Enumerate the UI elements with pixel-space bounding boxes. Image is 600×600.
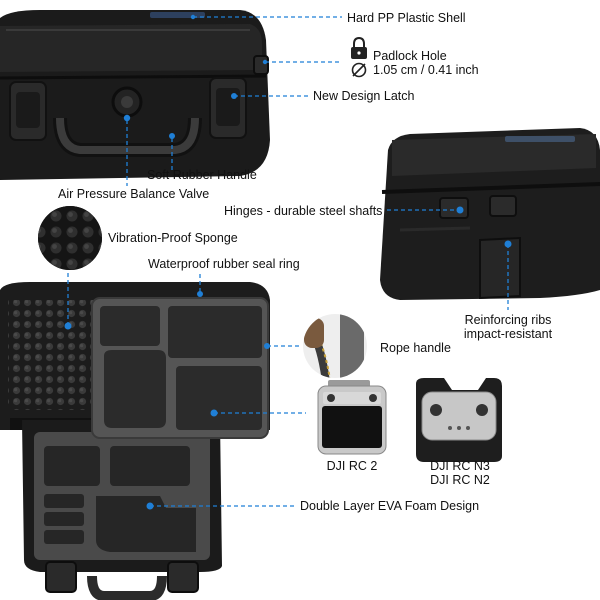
label-handle: Soft Rubber Handle <box>147 168 257 182</box>
label-rcn3: DJI RC N3 <box>430 459 490 473</box>
label-padlock-title: Padlock Hole <box>373 49 447 63</box>
callout-dots <box>64 14 512 510</box>
label-valve: Air Pressure Balance Valve <box>58 187 210 201</box>
label-seal: Waterproof rubber seal ring <box>148 257 300 271</box>
diameter-icon <box>351 62 367 78</box>
label-rcn2: DJI RC N2 <box>430 473 490 487</box>
controller-rc2 <box>317 380 387 455</box>
left-latch <box>9 81 47 141</box>
bottom-foam-layer <box>34 432 210 560</box>
label-latch: New Design Latch <box>313 89 415 103</box>
label-ribs-line2: impact-resistant <box>463 327 553 341</box>
padlock-icon <box>351 36 367 59</box>
label-sponge: Vibration-Proof Sponge <box>108 231 238 245</box>
open-case <box>0 282 270 600</box>
rope-handle-closeup <box>303 314 367 378</box>
callout-lines <box>67 16 509 507</box>
sponge-closeup <box>38 206 102 270</box>
closed-case-front <box>0 10 270 180</box>
controller-rcn3 <box>416 378 502 462</box>
label-rope: Rope handle <box>380 341 451 355</box>
label-padlock-size: 1.05 cm / 0.41 inch <box>373 63 479 77</box>
closed-case-side <box>380 128 600 300</box>
label-hinges: Hinges - durable steel shafts <box>224 204 383 218</box>
label-rc2: DJI RC 2 <box>326 459 378 473</box>
label-foam: Double Layer EVA Foam Design <box>300 499 480 513</box>
top-foam-tray <box>91 297 269 439</box>
right-latch <box>209 77 247 139</box>
label-ribs-line1: Reinforcing ribs <box>464 313 552 327</box>
label-shell: Hard PP Plastic Shell <box>347 11 466 25</box>
